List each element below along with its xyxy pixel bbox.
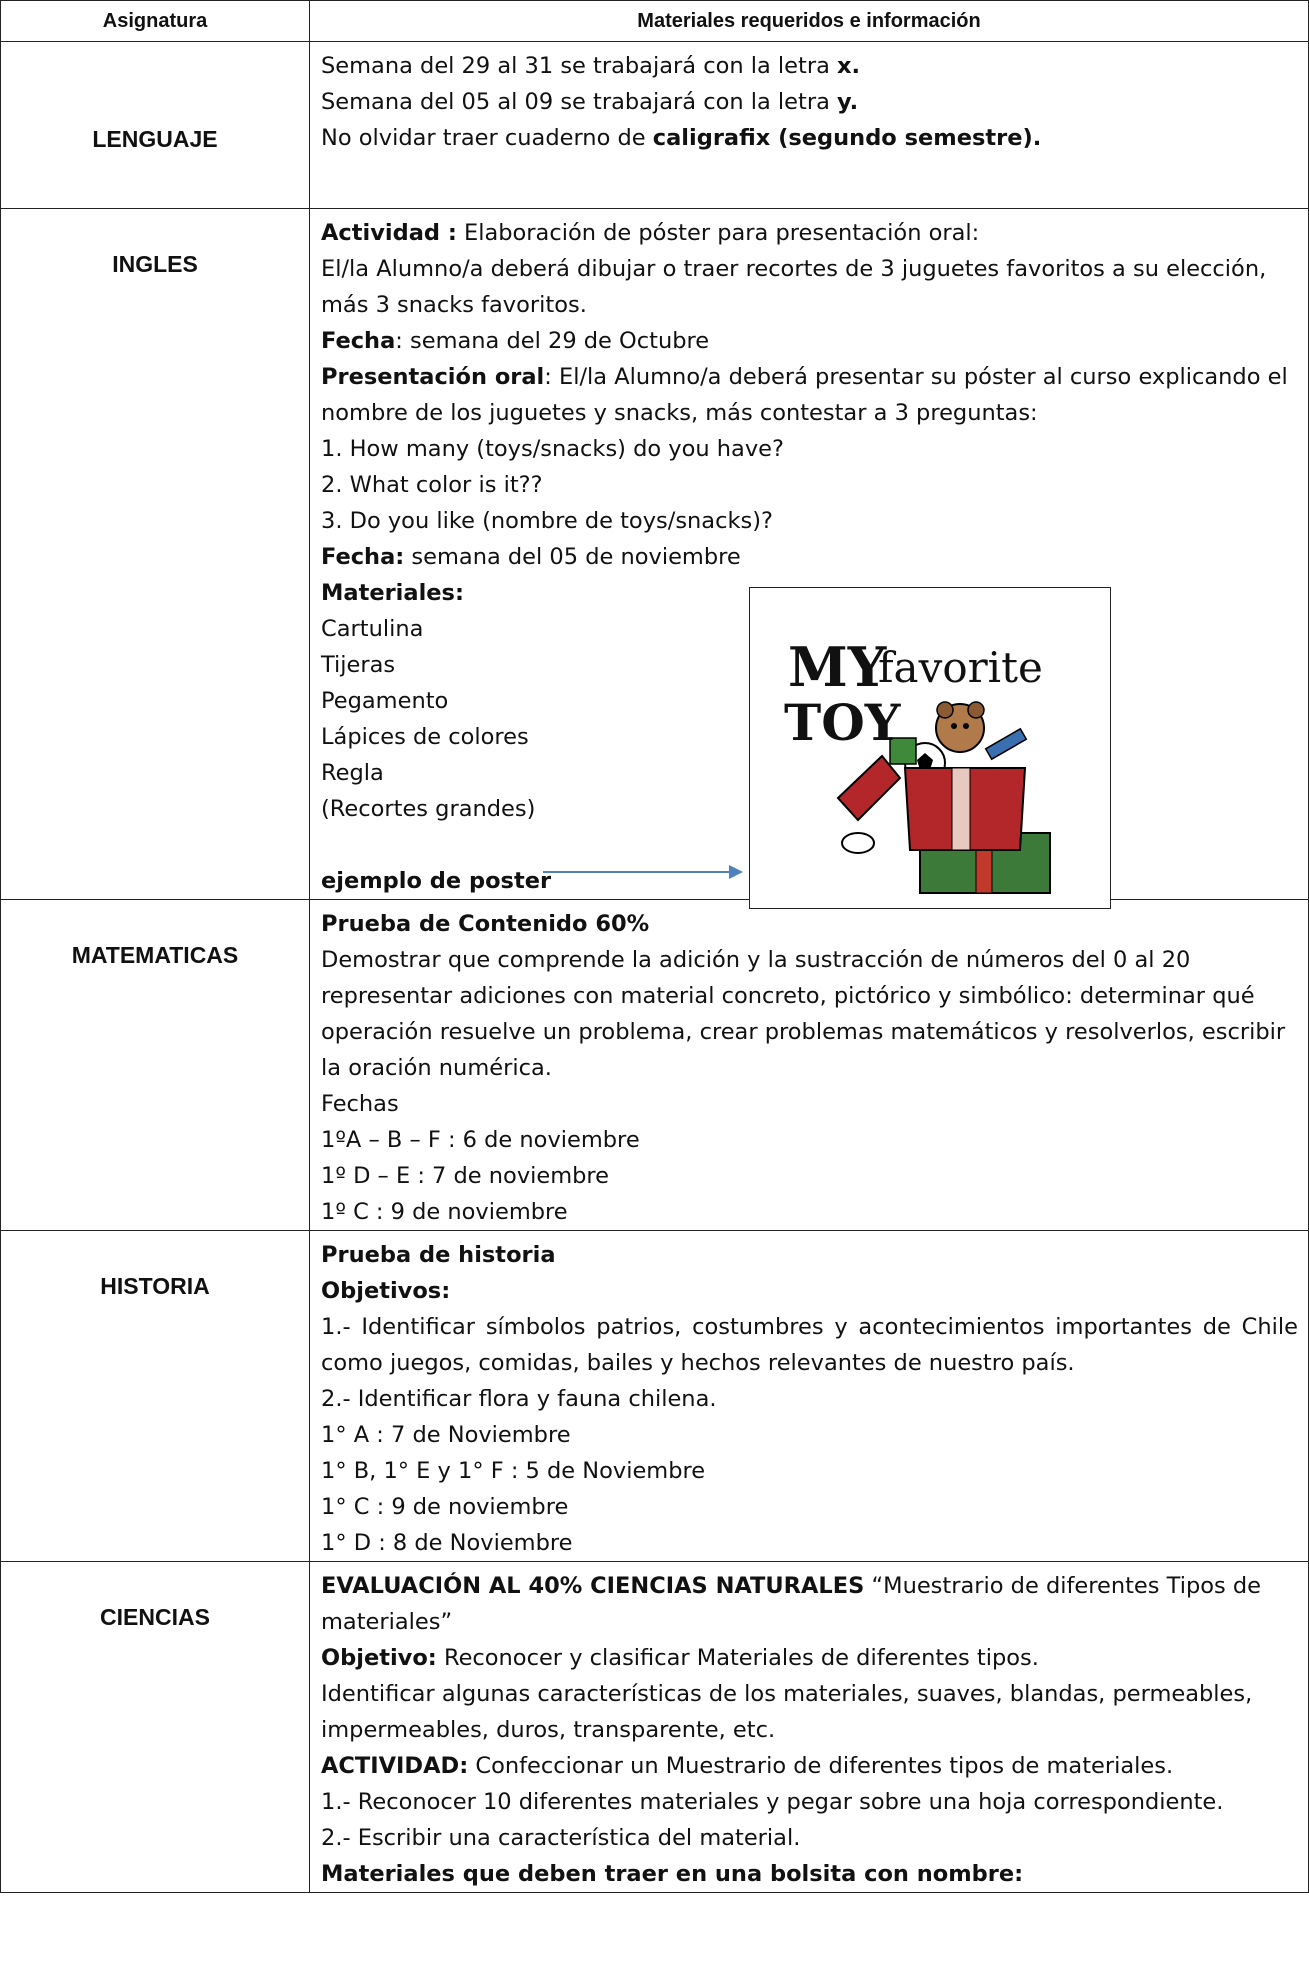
row-ciencias: CIENCIAS EVALUACIÓN AL 40% CIENCIAS NATU… [0, 1561, 1309, 1893]
subject-lenguaje: LENGUAJE [0, 41, 310, 209]
header-materiales: Materiales requeridos e información [309, 0, 1309, 42]
svg-text:favorite: favorite [878, 643, 1043, 692]
row-historia: HISTORIA Prueba de historia Objetivos: 1… [0, 1230, 1309, 1562]
subject-historia: HISTORIA [0, 1230, 310, 1562]
subject-ciencias: CIENCIAS [0, 1561, 310, 1893]
row-lenguaje: LENGUAJE Semana del 29 al 31 se trabajar… [0, 41, 1309, 209]
row-ingles: INGLES Actividad : Elaboración de póster… [0, 208, 1309, 900]
header-row: Asignatura Materiales requeridos e infor… [0, 0, 1309, 42]
row-matematicas: MATEMATICAS Prueba de Contenido 60% Demo… [0, 899, 1309, 1231]
content-historia: Prueba de historia Objetivos: 1.- Identi… [309, 1230, 1309, 1562]
subject-matematicas: MATEMATICAS [0, 899, 310, 1231]
arrow-icon [543, 865, 743, 879]
content-matematicas: Prueba de Contenido 60% Demostrar que co… [309, 899, 1309, 1231]
content-ciencias: EVALUACIÓN AL 40% CIENCIAS NATURALES “Mu… [309, 1561, 1309, 1893]
gift-box-icon: MY favorite TOY [784, 635, 1051, 894]
subject-ingles: INGLES [0, 208, 310, 900]
schedule-table: Asignatura Materiales requeridos e infor… [0, 0, 1309, 1893]
svg-text:TOY: TOY [784, 693, 902, 752]
header-asignatura: Asignatura [0, 0, 310, 42]
svg-text:MY: MY [788, 635, 888, 699]
poster-image: MY favorite TOY [749, 587, 1111, 909]
content-lenguaje: Semana del 29 al 31 se trabajará con la … [309, 41, 1309, 209]
ejemplo-label: ejemplo de poster [321, 868, 552, 894]
